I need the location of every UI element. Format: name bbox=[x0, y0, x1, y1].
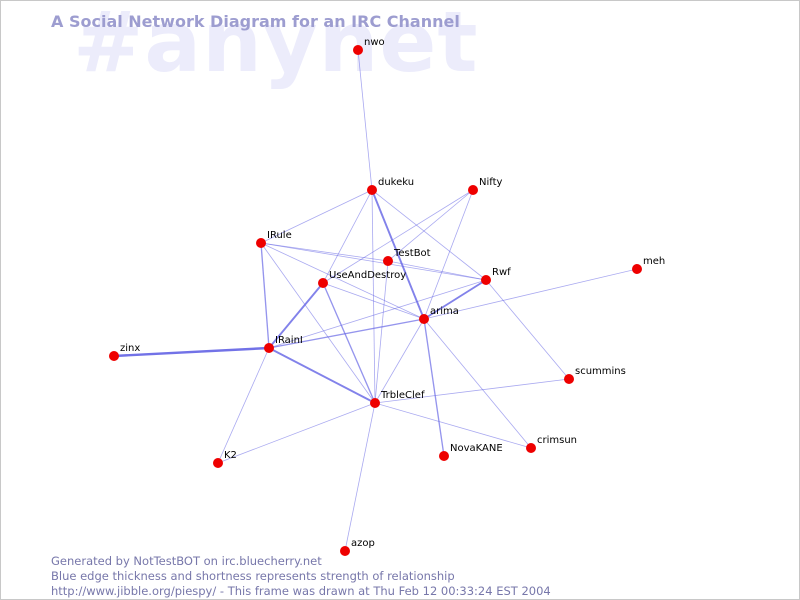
footer-generated-by: Generated by NotTestBOT on irc.bluecherr… bbox=[51, 554, 322, 568]
node-dot bbox=[632, 264, 642, 274]
edge-TrbleClef-K2 bbox=[217, 402, 376, 464]
edge-Rwf-arima bbox=[423, 279, 487, 320]
edge-UseAndDestroy-IRainI bbox=[268, 282, 324, 349]
edges-layer bbox=[113, 49, 638, 552]
node-crimsun: crimsun bbox=[526, 435, 577, 453]
edge-TestBot-TrbleClef bbox=[374, 260, 389, 404]
node-label: TestBot bbox=[393, 248, 431, 259]
edge-arima-TrbleClef bbox=[374, 318, 425, 404]
node-label: scummins bbox=[575, 366, 626, 377]
node-zinx: zinx bbox=[109, 343, 140, 361]
footer-source-timestamp: http://www.jibble.org/piespy/ - This fra… bbox=[51, 584, 551, 598]
node-meh: meh bbox=[632, 256, 665, 274]
edge-UseAndDestroy-TrbleClef bbox=[322, 282, 376, 404]
node-label: azop bbox=[351, 538, 375, 549]
edge-dukeku-Rwf bbox=[371, 189, 487, 281]
node-label: NovaKANE bbox=[450, 443, 503, 454]
node-label: IRainI bbox=[275, 335, 303, 346]
node-label: K2 bbox=[224, 450, 237, 461]
edge-UseAndDestroy-arima bbox=[322, 282, 425, 320]
node-Nifty: Nifty bbox=[468, 177, 503, 195]
node-dot bbox=[109, 351, 119, 361]
node-TestBot: TestBot bbox=[383, 248, 431, 266]
node-dot bbox=[383, 256, 393, 266]
node-dot bbox=[213, 458, 223, 468]
node-dot bbox=[256, 238, 266, 248]
edge-TrbleClef-crimsun bbox=[374, 402, 532, 449]
node-dot bbox=[340, 546, 350, 556]
node-IRainI: IRainI bbox=[264, 335, 303, 353]
edge-dukeku-IRule bbox=[260, 189, 373, 244]
edge-dukeku-arima bbox=[371, 189, 425, 320]
channel-watermark: #anynet bbox=[73, 0, 479, 91]
node-dot bbox=[526, 443, 536, 453]
edge-dukeku-TrbleClef bbox=[371, 189, 376, 404]
edge-arima-crimsun bbox=[423, 318, 532, 449]
edge-IRainI-K2 bbox=[217, 347, 270, 464]
node-Rwf: Rwf bbox=[481, 267, 511, 285]
node-label: IRule bbox=[267, 230, 292, 241]
edge-meh-arima bbox=[423, 268, 638, 320]
edge-TrbleClef-azop bbox=[344, 402, 376, 552]
node-dot bbox=[419, 314, 429, 324]
node-label: Rwf bbox=[492, 267, 511, 278]
node-dot bbox=[353, 45, 363, 55]
node-NovaKANE: NovaKANE bbox=[439, 443, 503, 461]
node-K2: K2 bbox=[213, 450, 237, 468]
edge-IRule-TrbleClef bbox=[260, 242, 376, 404]
node-label: meh bbox=[643, 256, 665, 267]
node-TrbleClef: TrbleClef bbox=[370, 390, 425, 408]
edge-nwo-dukeku bbox=[357, 49, 373, 191]
edge-TestBot-Rwf bbox=[387, 260, 487, 281]
node-dot bbox=[564, 374, 574, 384]
edge-Nifty-arima bbox=[423, 189, 474, 320]
node-dot bbox=[264, 343, 274, 353]
node-label: UseAndDestroy bbox=[329, 270, 406, 281]
node-label: arima bbox=[430, 306, 459, 317]
edge-dukeku-UseAndDestroy bbox=[322, 189, 373, 284]
node-scummins: scummins bbox=[564, 366, 626, 384]
node-label: TrbleClef bbox=[380, 390, 425, 401]
node-dukeku: dukeku bbox=[367, 177, 414, 195]
node-dot bbox=[468, 185, 478, 195]
edge-zinx-IRainI bbox=[113, 346, 270, 358]
edge-Rwf-IRainI bbox=[268, 279, 487, 349]
footer: Generated by NotTestBOT on irc.bluecherr… bbox=[51, 554, 551, 599]
node-dot bbox=[367, 185, 377, 195]
edge-IRule-IRainI bbox=[260, 242, 270, 349]
node-nwo: nwo bbox=[353, 37, 385, 55]
node-azop: azop bbox=[340, 538, 375, 556]
node-label: zinx bbox=[120, 343, 140, 354]
edge-IRule-arima bbox=[260, 242, 425, 320]
edge-Nifty-UseAndDestroy bbox=[322, 189, 474, 284]
node-label: Nifty bbox=[479, 177, 503, 188]
edge-IRule-Rwf bbox=[260, 242, 487, 281]
node-dot bbox=[318, 278, 328, 288]
node-dot bbox=[439, 451, 449, 461]
edge-Nifty-TestBot bbox=[387, 189, 474, 262]
edge-Rwf-scummins bbox=[485, 279, 570, 380]
node-dot bbox=[370, 398, 380, 408]
edge-arima-IRainI bbox=[268, 318, 425, 349]
footer-legend-note: Blue edge thickness and shortness repres… bbox=[51, 569, 455, 583]
edge-arima-NovaKANE bbox=[423, 318, 445, 457]
diagram-title: A Social Network Diagram for an IRC Chan… bbox=[51, 12, 460, 31]
edge-TrbleClef-scummins bbox=[374, 378, 570, 404]
edge-IRainI-TrbleClef bbox=[268, 347, 376, 404]
node-label: nwo bbox=[364, 37, 385, 48]
node-label: dukeku bbox=[378, 177, 414, 188]
node-UseAndDestroy: UseAndDestroy bbox=[318, 270, 406, 288]
edge-IRule-TestBot bbox=[260, 242, 389, 262]
node-IRule: IRule bbox=[256, 230, 292, 248]
node-arima: arima bbox=[419, 306, 459, 324]
node-dot bbox=[481, 275, 491, 285]
node-label: crimsun bbox=[537, 435, 577, 446]
